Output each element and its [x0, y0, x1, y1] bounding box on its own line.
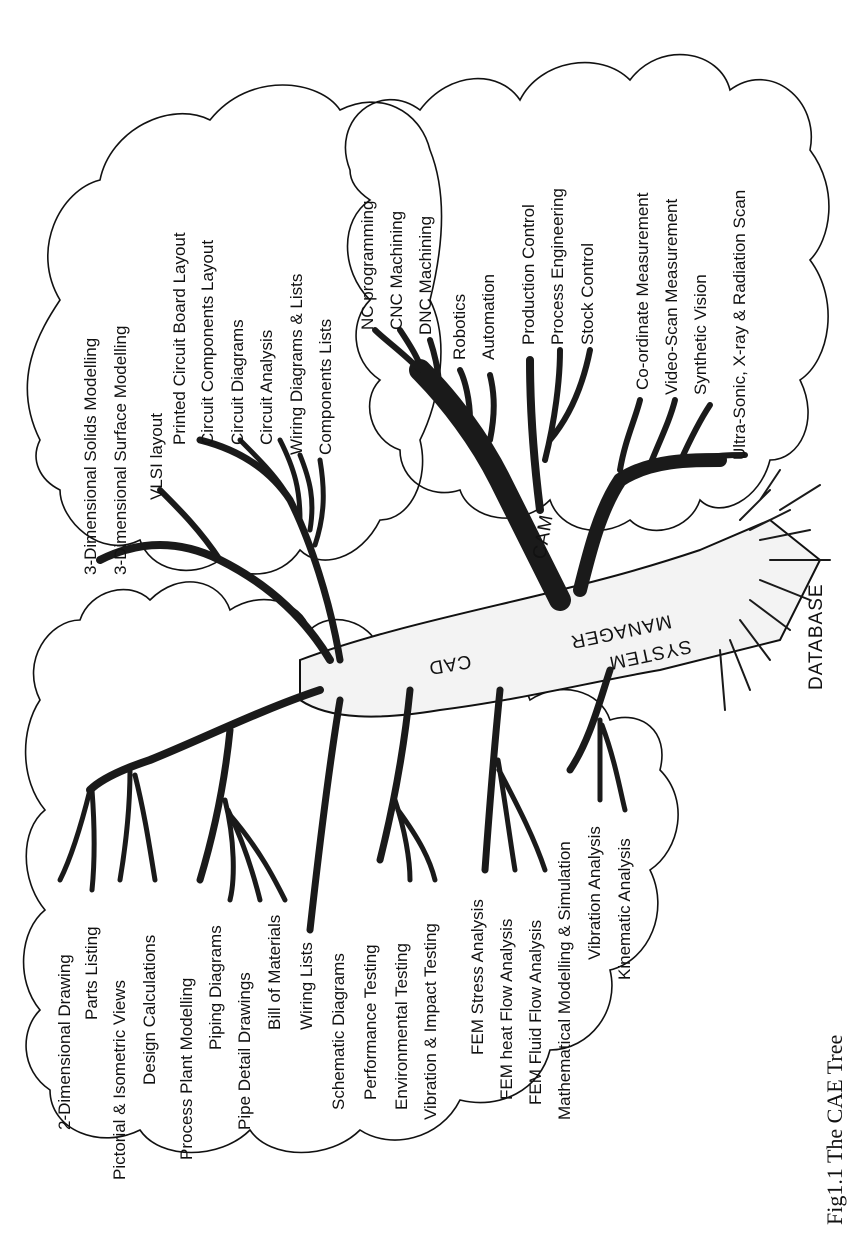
label-vibration-impact: Vibration & Impact Testing — [421, 923, 440, 1120]
label-environmental: Environmental Testing — [392, 943, 411, 1110]
branch-production — [530, 360, 540, 510]
label-vlsi: VLSI layout — [147, 413, 166, 500]
branch-kinematic — [602, 725, 625, 810]
label-components-lists: Components Lists — [316, 319, 335, 455]
label-dnc: DNC Machining — [416, 216, 435, 335]
label-parts-listing: Parts Listing — [82, 926, 101, 1020]
label-circuit-components: Circuit Components Layout — [198, 240, 217, 445]
label-solids: 3-Dimensional Solids Modelling — [81, 338, 100, 575]
branch-2d-a — [60, 790, 90, 880]
label-video-scan: Video-Scan Measurement — [662, 198, 681, 395]
branch-2d — [90, 690, 320, 790]
label-design-calc: Design Calculations — [140, 935, 159, 1085]
label-ultrasonic: Ultra-Sonic, X-ray & Radiation Scan — [730, 190, 749, 460]
label-vibration-analysis: Vibration Analysis — [585, 826, 604, 960]
label-schematic: Schematic Diagrams — [329, 953, 348, 1110]
branch-wiring — [310, 700, 340, 930]
branch-coordinate — [620, 400, 640, 470]
branch-circuit-analysis — [315, 460, 323, 545]
label-pipe-detail: Pipe Detail Drawings — [235, 972, 254, 1130]
figure-caption: Fig1.1 The CAE Tree — [822, 1035, 847, 1225]
label-fem-fluid: FEM Fluid Flow Analysis — [526, 920, 545, 1105]
label-math-modelling: Mathematical Modelling & Simulation — [555, 841, 574, 1120]
label-circuit-analysis: Circuit Analysis — [257, 330, 276, 445]
branch-process-eng — [545, 350, 560, 460]
label-piping: Piping Diagrams — [206, 925, 225, 1050]
label-production: Production Control — [519, 204, 538, 345]
branch-parts — [92, 790, 94, 890]
label-wiring-diagrams: Wiring Diagrams & Lists — [287, 274, 306, 455]
branch-vib-impact — [398, 810, 435, 880]
label-fem-stress: FEM Stress Analysis — [468, 899, 487, 1055]
label-circuit-diagrams: Circuit Diagrams — [228, 319, 247, 445]
trunk-shape — [300, 520, 820, 717]
label-process-engineering: Process Engineering — [548, 188, 567, 345]
branch-videoscan — [650, 400, 675, 465]
branch-design — [135, 775, 155, 880]
label-database: DATABASE — [806, 583, 827, 690]
label-automation: Automation — [479, 274, 498, 360]
branches-cam-upper — [375, 330, 745, 510]
label-cam: CAM — [529, 513, 558, 561]
label-performance: Performance Testing — [361, 944, 380, 1100]
label-robotics: Robotics — [450, 294, 469, 360]
label-nc: NC programming — [358, 201, 377, 330]
label-synthetic-vision: Synthetic Vision — [691, 274, 710, 395]
branch-cnc — [400, 330, 430, 390]
label-pcb: Printed Circuit Board Layout — [170, 232, 189, 445]
label-fem-heat: FEM heat Flow Analysis — [497, 919, 516, 1100]
label-cnc: CNC Machining — [387, 211, 406, 330]
branch-pictorial — [120, 770, 130, 880]
labels-upper-left: 3-Dimensional Solids Modelling 3-Dimensi… — [81, 232, 335, 575]
label-stock: Stock Control — [578, 243, 597, 345]
label-2d-drawing: 2-Dimensional Drawing — [55, 954, 74, 1130]
label-coordinate: Co-ordinate Measurement — [633, 192, 652, 390]
label-surfaces: 3-Dimensional Surface Modelling — [111, 326, 130, 575]
branches-cad-upper — [100, 440, 340, 660]
label-pictorial: Pictorial & Isometric Views — [110, 980, 129, 1180]
branch-automation — [490, 375, 494, 440]
label-bom: Bill of Materials — [265, 915, 284, 1030]
branch-fem — [485, 690, 500, 870]
label-process-plant: Process Plant Modelling — [177, 978, 196, 1160]
label-kinematic: Kinematic Analysis — [615, 838, 634, 980]
labels-lower: 2-Dimensional Drawing Parts Listing Pict… — [55, 826, 634, 1180]
label-wiring-lists: Wiring Lists — [297, 942, 316, 1030]
